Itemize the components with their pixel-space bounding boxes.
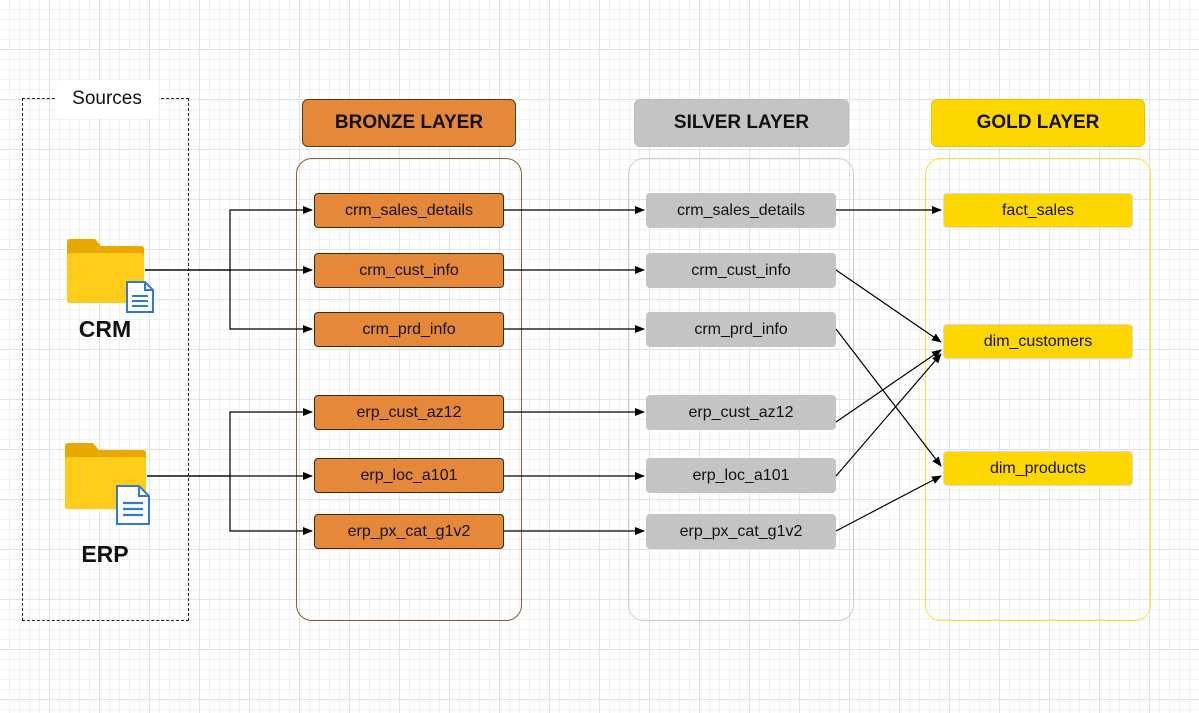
silver-layer-container: [628, 158, 854, 621]
crm-to-bronze-crm-prd-info: [229, 270, 313, 333]
silver-table-crm-cust-info[interactable]: crm_cust_info: [646, 253, 836, 288]
silver-cust-az12-to-dim-customers: [835, 349, 942, 423]
sources-label: Sources: [55, 80, 159, 118]
crm-folder-icon: [65, 236, 155, 316]
silver-table-erp-cust-az12[interactable]: erp_cust_az12: [646, 395, 836, 430]
erp-folder-icon: [63, 440, 153, 525]
bronze-table-erp-px-cat-g1v2[interactable]: erp_px_cat_g1v2: [314, 514, 504, 549]
erp-source-label: ERP: [81, 541, 129, 567]
bronze-table-erp-loc-a101[interactable]: erp_loc_a101: [314, 458, 504, 493]
silver-table-crm-sales-details[interactable]: crm_sales_details: [646, 193, 836, 228]
bronze-table-crm-prd-info[interactable]: crm_prd_info: [314, 312, 504, 347]
gold-table-dim-customers[interactable]: dim_customers: [943, 324, 1133, 359]
bronze-layer-header: BRONZE LAYER: [302, 99, 516, 147]
gold-layer-header: GOLD LAYER: [931, 99, 1145, 147]
bronze-table-erp-cust-az12[interactable]: erp_cust_az12: [314, 395, 504, 430]
silver-prd-info-to-dim-products: [835, 328, 942, 467]
silver-px-cat-to-dim-products: [835, 475, 942, 532]
bronze-layer-container: [296, 158, 522, 621]
gold-layer-container: [925, 158, 1151, 621]
silver-layer-header: SILVER LAYER: [634, 99, 849, 147]
crm-to-bronze-crm-sales-details: [145, 206, 313, 271]
erp-to-bronze-erp-cust-az12: [147, 408, 313, 477]
bronze-table-crm-sales-details[interactable]: crm_sales_details: [314, 193, 504, 228]
erp-to-bronze-erp-px-cat-g1v2: [229, 476, 313, 535]
silver-loc-a101-to-dim-customers: [835, 353, 942, 477]
silver-cust-info-to-dim-customers: [835, 269, 942, 343]
bronze-table-crm-cust-info[interactable]: crm_cust_info: [314, 253, 504, 288]
silver-table-erp-px-cat-g1v2[interactable]: erp_px_cat_g1v2: [646, 514, 836, 549]
silver-table-erp-loc-a101[interactable]: erp_loc_a101: [646, 458, 836, 493]
gold-table-fact-sales[interactable]: fact_sales: [943, 193, 1133, 228]
crm-source-label: CRM: [78, 316, 132, 342]
gold-table-dim-products[interactable]: dim_products: [943, 451, 1133, 486]
silver-table-crm-prd-info[interactable]: crm_prd_info: [646, 312, 836, 347]
